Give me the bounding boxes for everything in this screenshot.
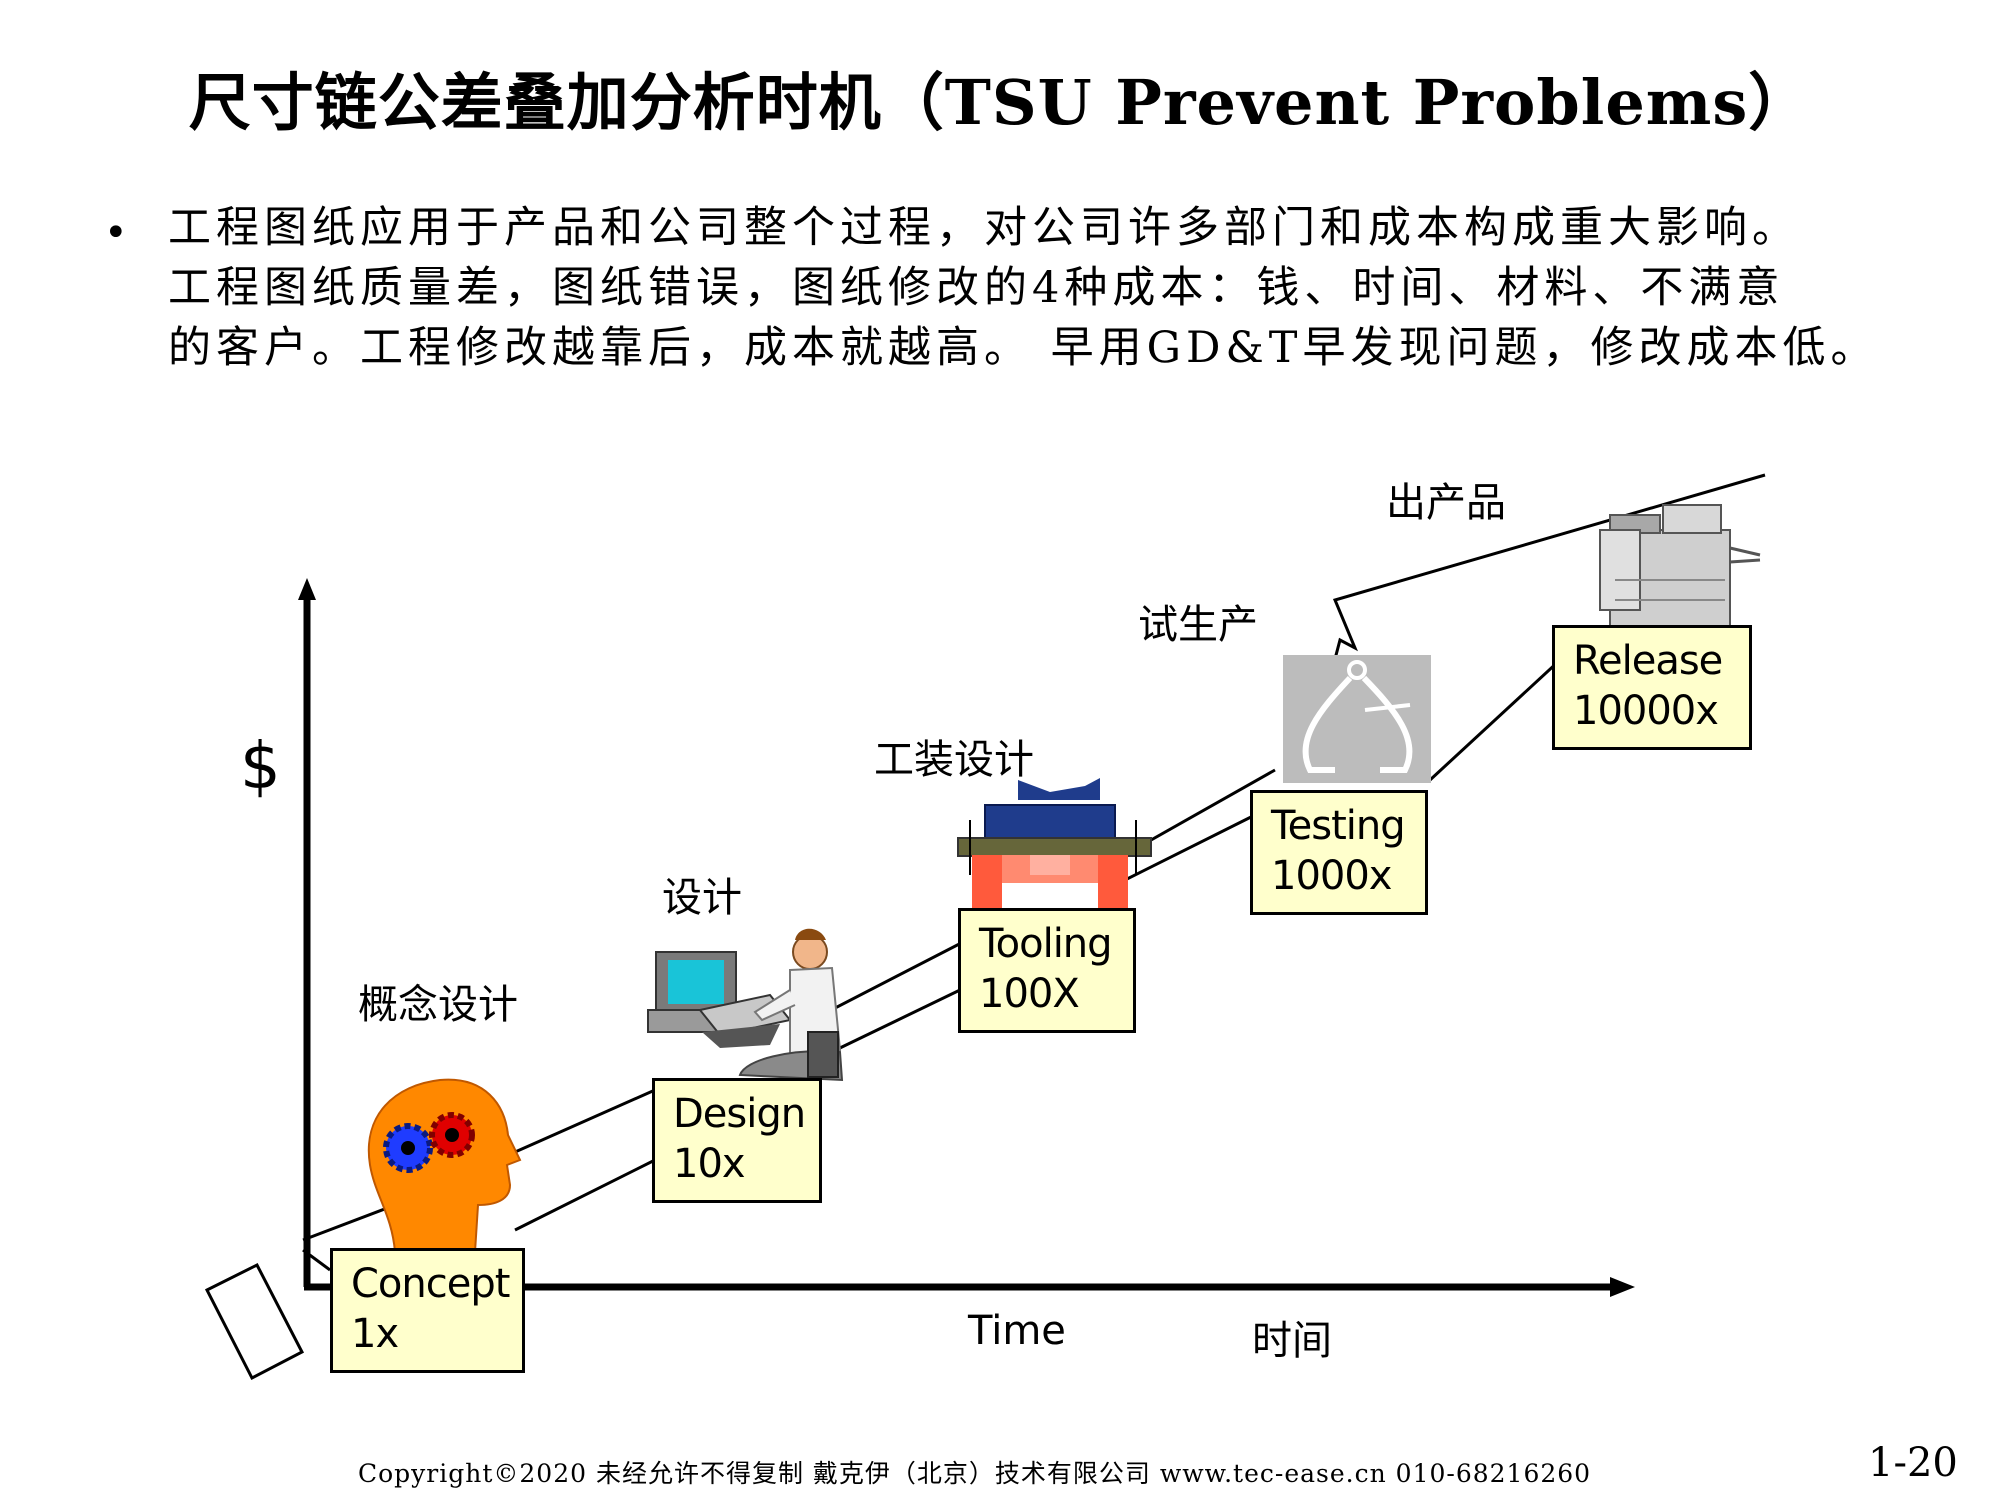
bullet-marker: • <box>104 210 128 256</box>
tilted-card-shape <box>204 1262 305 1381</box>
stage-box-design: Design 10x <box>652 1078 822 1203</box>
stage-label-testing-cn: 试生产 <box>1138 602 1258 648</box>
stage-box-concept-factor: 1x <box>351 1311 399 1357</box>
page-number: 1-20 <box>1868 1440 1958 1486</box>
stage-box-design-factor: 10x <box>673 1141 746 1187</box>
page-title: 尺寸链公差叠加分析时机（TSU Prevent Problems） <box>188 66 1812 139</box>
y-axis-label: $ <box>240 730 281 804</box>
copier-machine-icon <box>1599 504 1761 631</box>
stage-box-testing-factor: 1000x <box>1271 853 1392 899</box>
intro-paragraph: 工程图纸应用于产品和公司整个过程，对公司许多部门和成本构成重大影响。 工程图纸质… <box>168 198 1908 378</box>
stage-box-release-factor: 10000x <box>1573 688 1719 734</box>
stage-label-release-cn: 出产品 <box>1386 480 1506 526</box>
brain-gears-icon <box>367 1078 522 1253</box>
tooling-fixture-icon <box>957 778 1152 910</box>
stage-box-release: Release 10000x <box>1552 625 1752 750</box>
paragraph-line-1: 工程图纸应用于产品和公司整个过程，对公司许多部门和成本构成重大影响。 <box>168 203 1800 253</box>
stage-box-release-name: Release <box>1573 638 1723 684</box>
paragraph-line-2: 工程图纸质量差，图纸错误，图纸修改的4种成本：钱、时间、材料、不满意 <box>168 263 1785 313</box>
designer-at-computer-icon <box>647 928 844 1082</box>
stage-box-tooling-factor: 100X <box>979 971 1080 1017</box>
x-axis-label-cn: 时间 <box>1252 1318 1332 1364</box>
stage-box-tooling: Tooling 100X <box>958 908 1136 1033</box>
stage-box-tooling-name: Tooling <box>979 921 1113 967</box>
caliper-icon <box>1283 655 1431 783</box>
stage-box-design-name: Design <box>673 1091 806 1137</box>
paragraph-line-3: 的客户。工程修改越靠后，成本就越高。 早用GD&T早发现问题，修改成本低。 <box>168 323 1879 373</box>
stage-box-testing: Testing 1000x <box>1250 790 1428 915</box>
stage-box-concept: Concept 1x <box>330 1248 525 1373</box>
stage-box-testing-name: Testing <box>1271 803 1406 849</box>
copyright-footer: Copyright©2020 未经允许不得复制 戴克伊（北京）技术有限公司 ww… <box>358 1459 1592 1488</box>
stage-box-concept-name: Concept <box>351 1261 510 1307</box>
stage-label-concept-cn: 概念设计 <box>358 982 518 1028</box>
x-axis-label-en: Time <box>968 1308 1066 1354</box>
stage-label-tooling-cn: 工装设计 <box>874 737 1034 783</box>
stage-label-design-cn: 设计 <box>662 875 742 921</box>
